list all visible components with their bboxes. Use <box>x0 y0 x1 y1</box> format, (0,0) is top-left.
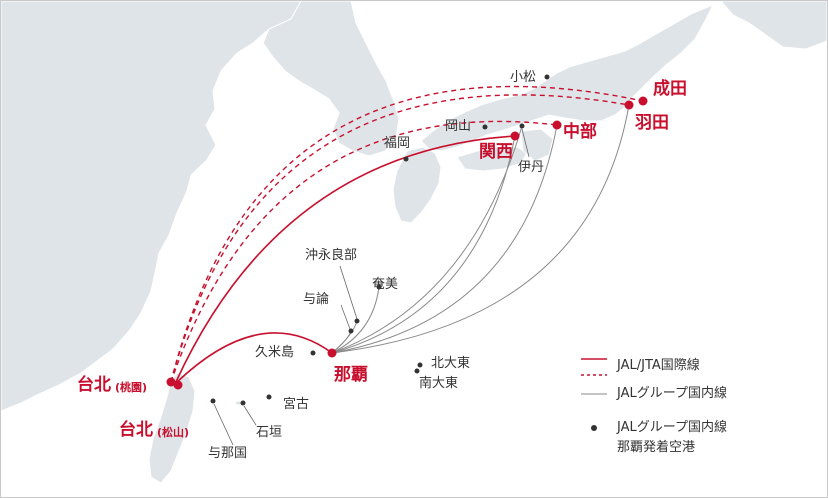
intl-routes-dashed <box>170 85 644 383</box>
hokkaido <box>720 1 827 50</box>
route-taoyuan-narita <box>170 85 644 383</box>
route-naha-kansai <box>331 135 516 354</box>
marker-yonaguni <box>210 398 216 404</box>
route-taoyuan-haneda <box>170 94 630 383</box>
legend-intl-label: JAL/JTA国際線 <box>617 358 700 373</box>
marker-fukuoka <box>403 156 409 162</box>
label-taoyuan-sub: (桃園) <box>115 381 148 394</box>
route-naha-haneda <box>331 104 630 354</box>
marker-komatsu <box>544 74 550 80</box>
marker-itami <box>519 123 525 129</box>
intl-routes-solid <box>174 135 516 385</box>
kii-peninsula <box>520 128 554 162</box>
label-ishigaki: 石垣 <box>256 425 283 440</box>
marker-minamidaito <box>414 368 420 374</box>
label-taipei-taoyuan: 台北 <box>77 375 111 395</box>
leader-yonaguni <box>213 403 234 446</box>
marker-taoyuan <box>166 377 176 387</box>
label-songshan-sub: (松山) <box>157 426 190 439</box>
marker-songshan <box>173 380 183 390</box>
marker-kumejima <box>310 350 316 356</box>
marker-ishigaki <box>240 400 246 406</box>
domestic-routes <box>331 104 630 354</box>
leader-okinoerabu <box>339 265 358 320</box>
label-narita: 成田 <box>653 79 687 99</box>
route-taipei-naha <box>174 332 333 385</box>
legend-naha-label-1: JALグループ国内線 <box>617 420 727 435</box>
marker-yoron <box>348 328 354 334</box>
route-taipei-kansai <box>174 135 516 385</box>
marker-naha <box>327 348 337 358</box>
label-haneda: 羽田 <box>635 113 669 133</box>
legend-domestic-label: JALグループ国内線 <box>617 386 727 401</box>
land-areas <box>1 1 827 484</box>
label-yoron: 与論 <box>303 292 330 307</box>
marker-narita <box>638 96 648 106</box>
label-komatsu: 小松 <box>510 70 537 85</box>
marker-miyako <box>266 394 272 400</box>
label-minamidaito: 南大東 <box>419 376 459 391</box>
airport-markers <box>166 74 648 406</box>
mainland-china <box>1 1 302 412</box>
label-kitadaito: 北大東 <box>431 356 471 371</box>
label-taipei-songshan: 台北 <box>119 420 153 440</box>
shikoku <box>456 146 528 172</box>
label-chubu: 中部 <box>563 122 597 142</box>
label-itami: 伊丹 <box>518 160 545 175</box>
marker-okinoerabu <box>354 318 360 324</box>
marker-amami <box>376 284 382 290</box>
marker-okayama <box>482 124 488 130</box>
label-yonaguni: 与那国 <box>208 446 248 461</box>
route-naha-amami <box>331 286 380 354</box>
legend-airport-dot <box>591 425 597 431</box>
kyushu <box>392 146 442 224</box>
leader-lines <box>213 128 530 446</box>
label-kansai: 関西 <box>479 142 513 162</box>
route-naha-chubu <box>331 124 558 354</box>
leader-ishigaki <box>243 405 257 426</box>
marker-kansai <box>510 131 520 141</box>
label-okayama: 岡山 <box>445 119 472 134</box>
marker-haneda <box>624 100 634 110</box>
label-naha: 那覇 <box>334 365 368 385</box>
leader-itami <box>521 128 530 158</box>
label-miyako: 宮古 <box>283 397 310 412</box>
route-taoyuan-chubu <box>170 120 558 383</box>
label-okinoerabu: 沖永良部 <box>305 248 358 263</box>
leader-yoron <box>340 304 351 330</box>
label-amami: 奄美 <box>372 277 399 292</box>
korean-peninsula <box>262 1 400 157</box>
legend-naha-label-2: 那覇発着空港 <box>617 440 696 455</box>
marker-chubu <box>552 120 562 130</box>
honshu <box>420 4 715 152</box>
taiwan <box>148 372 196 484</box>
label-kumejima: 久米島 <box>255 345 295 360</box>
legend-markers <box>581 358 607 431</box>
label-fukuoka: 福岡 <box>384 136 411 151</box>
marker-kitadaito <box>417 362 423 368</box>
